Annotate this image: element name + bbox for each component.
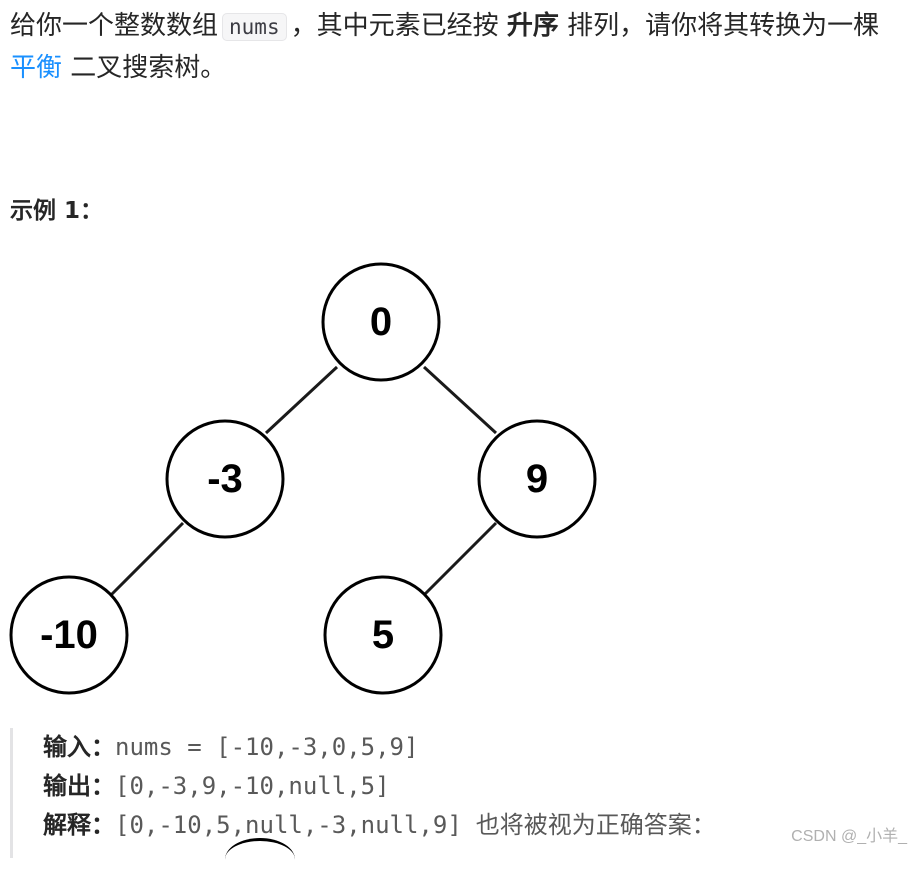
node-label: 5: [372, 613, 394, 657]
output-line: 输出：[0,-3,9,-10,null,5]: [43, 767, 390, 805]
tree-node-right: 9: [477, 419, 597, 539]
tail-text-2: 二叉搜索树。: [70, 53, 227, 83]
ascending-keyword: 升序: [506, 11, 559, 41]
tree-edge: [109, 521, 185, 597]
node-label: 9: [526, 457, 548, 501]
explanation-label: 解释：: [43, 811, 115, 839]
explanation-value: [0,-10,5,null,-3,null,9]: [115, 811, 462, 839]
example-heading: 示例 1：: [10, 198, 104, 224]
next-tree-node-partial: [225, 838, 295, 881]
output-label: 输出：: [43, 772, 115, 800]
input-line: 输入：nums = [-10,-3,0,5,9]: [43, 728, 418, 766]
explanation-text: 也将被视为正确答案：: [475, 811, 716, 839]
explanation-line: 解释：[0,-10,5,null,-3,null,9] 也将被视为正确答案：: [43, 806, 716, 844]
node-label: 0: [370, 300, 392, 344]
csdn-watermark: CSDN @_小羊_: [789, 822, 909, 846]
tail-text: 排列，请你将其转换为一棵: [567, 11, 880, 41]
intro-text: 给你一个整数数组: [10, 11, 219, 41]
binary-tree-diagram: 0 -3 9 -10 5: [9, 262, 597, 695]
output-value: [0,-3,9,-10,null,5]: [115, 772, 390, 800]
node-label: -10: [40, 613, 98, 657]
balanced-link[interactable]: 平衡: [10, 53, 63, 83]
middle-text: ，其中元素已经按: [290, 11, 499, 41]
input-value: nums = [-10,-3,0,5,9]: [115, 733, 419, 761]
tree-node-right-left: 5: [323, 575, 443, 695]
tree-node-left: -3: [165, 419, 285, 539]
tree-node-root: 0: [321, 262, 441, 382]
tree-edge: [422, 365, 498, 435]
tree-node-left-left: -10: [9, 575, 129, 695]
example-io-block: 输入：nums = [-10,-3,0,5,9] 输出：[0,-3,9,-10,…: [10, 728, 908, 858]
tree-edge: [422, 521, 498, 597]
node-label: -3: [207, 457, 243, 501]
inline-code-nums: nums: [222, 13, 287, 41]
tree-edge: [264, 365, 339, 435]
input-label: 输入：: [43, 733, 115, 761]
